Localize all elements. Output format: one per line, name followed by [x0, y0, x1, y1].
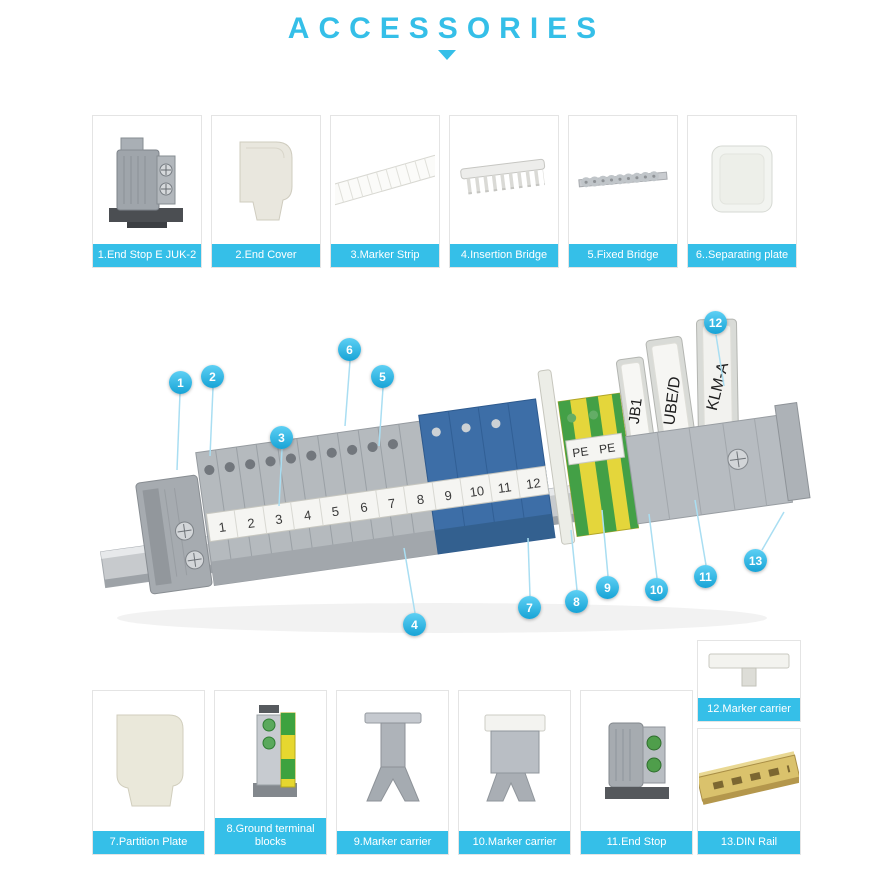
accessory-card-10: 10.Marker carrier	[458, 690, 571, 855]
callout-10: 10	[645, 578, 668, 601]
fixed-bridge-image	[569, 116, 677, 244]
accessory-card-label: 8.Ground terminal blocks	[215, 818, 326, 854]
marker-number: 3	[274, 511, 283, 527]
accessory-card-2: 2.End Cover	[211, 115, 321, 268]
callout-5: 5	[371, 365, 394, 388]
partition-plate-image	[93, 691, 204, 831]
callout-12: 12	[704, 311, 727, 334]
separating-plate-image	[688, 116, 796, 244]
accessory-card-label: 13.DIN Rail	[698, 831, 800, 854]
partition-plate-icon	[116, 714, 183, 807]
marker-carrier-icon	[364, 712, 421, 802]
marker-number: 11	[497, 479, 512, 496]
end-cover-image	[212, 116, 320, 244]
callout-7: 7	[518, 596, 541, 619]
end-cover-icon	[239, 141, 293, 221]
insertion-bridge-image	[450, 116, 558, 244]
accessory-card-label: 4.Insertion Bridge	[450, 244, 558, 267]
assembly-partition-plate	[537, 369, 576, 545]
accessory-card-label: 10.Marker carrier	[459, 831, 570, 854]
end-stop-image	[581, 691, 692, 831]
assembly-ground-blocks: PE PE	[557, 392, 640, 538]
marker-number: 4	[303, 507, 312, 523]
din-rail-icon	[699, 751, 799, 805]
assembly-end-stop-left	[135, 474, 213, 595]
pe-label: PE	[598, 440, 616, 456]
marker-number: 7	[387, 495, 396, 511]
end-stop-icon	[604, 722, 669, 799]
end-stop-icon	[109, 137, 183, 228]
marker-number: 12	[525, 475, 541, 492]
marker-carrier-icon	[708, 653, 790, 686]
callout-2: 2	[201, 365, 224, 388]
callout-leader-lines	[176, 334, 785, 614]
accessory-card-label: 12.Marker carrier	[698, 698, 800, 721]
accessory-card-1: 1.End Stop E JUK-2	[92, 115, 202, 268]
plate-label: UBE/D	[661, 376, 684, 427]
marker-number: 8	[416, 491, 425, 507]
accessory-card-label: 9.Marker carrier	[337, 831, 448, 854]
accessory-card-13: 13.DIN Rail	[697, 728, 801, 855]
ground-terminal-icon	[252, 704, 297, 797]
callout-1: 1	[169, 371, 192, 394]
marker-carrier-image	[459, 691, 570, 831]
marker-number: 5	[331, 503, 340, 519]
accessory-card-label: 5.Fixed Bridge	[569, 244, 677, 267]
assembly-marker-strip: 1 2 3 4 5 6 7 8 9 10 11 12	[205, 465, 550, 543]
accessory-card-12: 12.Marker carrier	[697, 640, 801, 722]
separating-plate-icon	[711, 145, 773, 213]
marker-strip-image	[331, 116, 439, 244]
accessory-card-11: 11.End Stop	[580, 690, 693, 855]
accessory-card-label: 11.End Stop	[581, 831, 692, 854]
accessory-card-3: 3.Marker Strip	[330, 115, 440, 268]
accessory-card-4: 4.Insertion Bridge	[449, 115, 559, 268]
accessory-card-9: 9.Marker carrier	[336, 690, 449, 855]
accessory-card-label: 2.End Cover	[212, 244, 320, 267]
accessory-card-8: 8.Ground terminal blocks	[214, 690, 327, 855]
marker-number: 1	[218, 519, 227, 535]
marker-carrier-image	[337, 691, 448, 831]
din-rail-image	[698, 729, 800, 831]
marker-strip-icon	[335, 154, 435, 206]
callout-6: 6	[338, 338, 361, 361]
page-title: ACCESSORIES	[287, 12, 606, 45]
callout-11: 11	[694, 565, 717, 588]
marker-carrier-image	[698, 641, 800, 698]
chevron-down-icon	[437, 50, 456, 60]
end-stop-image	[93, 116, 201, 244]
fixed-bridge-icon	[578, 170, 668, 188]
callout-4: 4	[403, 613, 426, 636]
marker-plate-klma: KLM-A	[696, 318, 740, 453]
din-rail-assembly-image: 1 2 3 4 5 6 7 8 9 10 11 12	[100, 318, 811, 633]
assembly-marker-carriers	[625, 402, 811, 525]
marker-carrier-icon	[484, 714, 545, 802]
callout-3: 3	[270, 426, 293, 449]
accessory-card-label: 6..Separating plate	[688, 244, 796, 267]
marker-number: 10	[469, 483, 485, 500]
insertion-bridge-icon	[460, 158, 546, 195]
callout-13: 13	[744, 549, 767, 572]
marker-number: 6	[359, 499, 368, 515]
marker-number: 2	[246, 515, 255, 531]
product-diagram: 1 2 3 4 5 6 7 8 9 10 11 12	[82, 300, 812, 650]
accessory-card-label: 7.Partition Plate	[93, 831, 204, 854]
accessory-card-label: 3.Marker Strip	[331, 244, 439, 267]
pe-label: PE	[572, 444, 590, 460]
accessory-card-7: 7.Partition Plate	[92, 690, 205, 855]
plate-label: JB1	[626, 397, 646, 425]
callout-8: 8	[565, 590, 588, 613]
callout-9: 9	[596, 576, 619, 599]
accessory-card-label: 1.End Stop E JUK-2	[93, 244, 201, 267]
ground-terminal-image	[215, 691, 326, 818]
marker-number: 9	[444, 488, 453, 504]
accessory-card-6: 6..Separating plate	[687, 115, 797, 268]
accessory-card-5: 5.Fixed Bridge	[568, 115, 678, 268]
